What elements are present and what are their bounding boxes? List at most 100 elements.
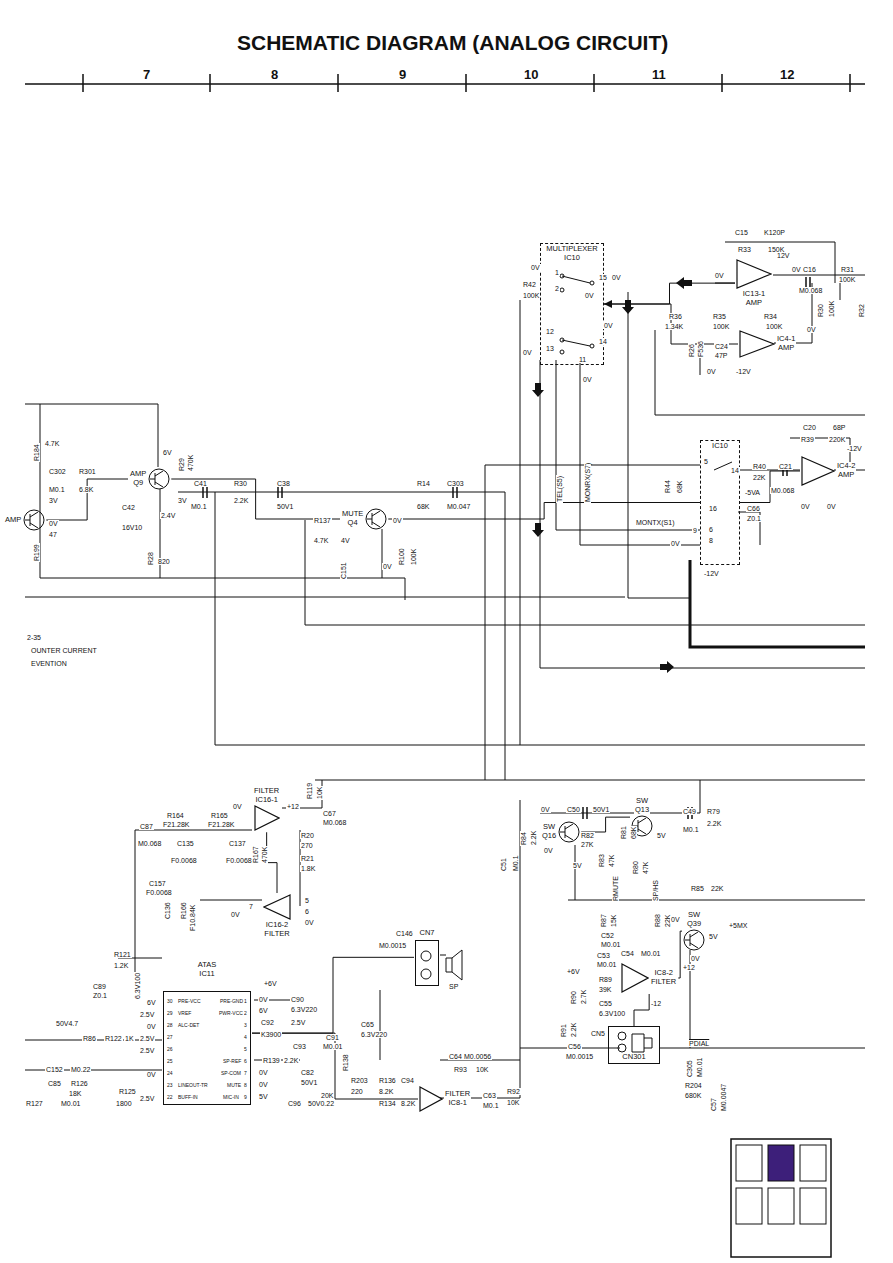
- component-label: 680K: [684, 1092, 702, 1099]
- component-label: +5MX: [728, 922, 748, 929]
- pin-label: 26: [166, 1047, 174, 1052]
- component-label: 6V: [162, 449, 173, 456]
- transistor-outline: [366, 509, 386, 529]
- component-label: C24: [714, 343, 729, 350]
- component-label: 270: [300, 842, 314, 849]
- component-label: 0V: [806, 326, 817, 333]
- component-label: R44: [664, 479, 671, 494]
- node-label: IC4-2: [836, 462, 856, 471]
- opamp-outline: [255, 806, 279, 830]
- component-label: C90: [290, 996, 305, 1003]
- component-label: 68K: [676, 480, 683, 494]
- component-label: R139: [262, 1057, 281, 1064]
- component-label: R34: [763, 313, 778, 320]
- opamp-outline: [740, 331, 774, 357]
- component-label: 470K: [261, 846, 268, 864]
- wire-connector: [388, 503, 700, 520]
- pin-label: MUTE: [226, 1083, 242, 1088]
- component-label: C56: [567, 1043, 582, 1050]
- node-label: SW: [687, 911, 701, 920]
- component-label: 6: [304, 908, 310, 915]
- component-label: C16: [802, 266, 817, 273]
- wire-connector: [634, 994, 649, 1026]
- wire-connector: [252, 957, 414, 1033]
- pin-label: PRE-VCC: [177, 999, 202, 1004]
- component-label: 100K: [410, 548, 417, 566]
- component-label: 7: [248, 903, 254, 910]
- component-label: 0V: [543, 847, 554, 854]
- component-label: 2.5V: [139, 1011, 155, 1018]
- transistor-node: AMPQ9: [128, 467, 171, 491]
- component-label: 5V: [572, 862, 583, 869]
- node-label: IC8-2: [653, 969, 673, 978]
- node-label: IC16-1: [254, 796, 279, 805]
- pin-label: 3: [243, 1023, 248, 1028]
- flow-arrow: [532, 523, 544, 537]
- component-label: 4.7K: [44, 440, 60, 447]
- transistor-leads: [25, 512, 38, 528]
- opamp-node: IC4-1AMP: [738, 329, 797, 359]
- component-label: C42: [121, 504, 136, 511]
- transistor-leads: [560, 824, 573, 840]
- component-label: 2.5V: [139, 1035, 155, 1042]
- component-label: R21: [300, 855, 315, 862]
- node-text-group: MUTEQ4: [341, 510, 364, 527]
- component-label: 2.5V: [290, 1019, 306, 1026]
- node-label: IC8-1: [447, 1099, 467, 1108]
- component-label: 0V: [304, 919, 315, 926]
- component-label: 5V: [258, 1093, 269, 1100]
- opamp-outline: [264, 895, 290, 919]
- component-label: R126: [70, 1080, 89, 1087]
- node-label: IC10: [563, 254, 581, 263]
- component-label: M0.068: [770, 487, 795, 494]
- component-label: 9: [692, 527, 698, 534]
- component-label: R136: [378, 1077, 397, 1084]
- transistor-outline: [24, 510, 44, 530]
- component-label: R20: [300, 832, 315, 839]
- component-label: 0V: [392, 517, 403, 524]
- pin-label: 27: [166, 1035, 174, 1040]
- component-label: F536: [697, 340, 704, 358]
- node-label: Q9: [132, 479, 144, 488]
- switch-contact: [590, 344, 594, 348]
- wire: [25, 242, 865, 1098]
- wire-connector: [46, 479, 128, 520]
- transistor-leads: [150, 471, 163, 487]
- wire-connector: [604, 304, 738, 344]
- component-label: 4V: [340, 537, 351, 544]
- ruler-number: 7: [142, 68, 151, 81]
- transistor-symbol: [148, 468, 170, 490]
- node-text-group: IC10: [711, 442, 729, 451]
- component-label: 14: [598, 338, 608, 345]
- opamp-outline: [622, 964, 648, 992]
- transistor-outline: [559, 822, 579, 842]
- navigator-cell: [768, 1188, 794, 1224]
- component-label: M0.22: [70, 1066, 91, 1073]
- node-text-group: FILTERIC16-1: [253, 787, 280, 804]
- node-label: Q13: [634, 806, 650, 815]
- component-label: R85: [690, 885, 705, 892]
- node-label: IC4-1: [776, 335, 796, 344]
- component-label: 50V1: [592, 806, 610, 813]
- component-label: 0V: [530, 264, 541, 271]
- component-label: MONRX(S7): [584, 462, 591, 503]
- component-label: C20: [802, 424, 817, 431]
- component-label: M0.1: [48, 486, 66, 493]
- component-label: R92: [506, 1088, 521, 1095]
- transistor-leads: [367, 511, 380, 527]
- component-label: M0.047: [446, 503, 471, 510]
- component-label: 100K: [828, 300, 835, 318]
- node-text-group: MULTIPLEXERIC10: [545, 245, 599, 262]
- node-label: Q39: [686, 920, 702, 929]
- component-label: C305: [686, 1059, 693, 1078]
- component-label: 68K: [630, 826, 637, 840]
- flow-arrow: [532, 383, 544, 397]
- component-label: R203: [350, 1077, 369, 1084]
- component-label: M0.1: [482, 1102, 500, 1109]
- component-label: -12V: [846, 445, 863, 452]
- component-label: R32: [858, 303, 865, 318]
- node-label: MUTE: [341, 510, 364, 519]
- component-label: F21.28K: [207, 821, 235, 828]
